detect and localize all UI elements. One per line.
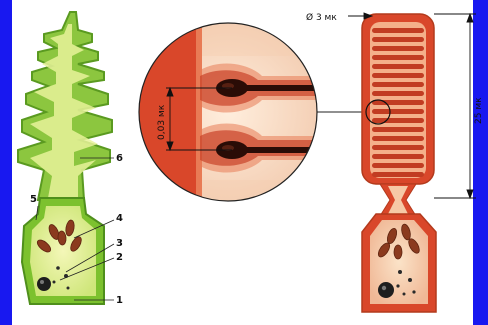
magnified-view: 0,03 мк [120,20,332,220]
length-label: 25 мк [474,97,484,124]
label-5: 5 [30,194,37,205]
rod-disc [372,109,424,114]
rod-disc [372,73,424,78]
rod-disc [372,172,424,177]
label-3: 3 [116,238,123,249]
label-1: 1 [116,295,123,306]
rod-disc [372,91,424,96]
diameter-label: Ø 3 мк [306,12,337,23]
label-4: 4 [116,213,123,224]
rod-disc [372,28,424,33]
rod-disc [372,163,424,168]
label-6: 6 [116,153,123,164]
rod-disc [372,154,424,159]
rod-disc [372,127,424,132]
rod-discs [372,28,424,177]
rod-disc [372,46,424,51]
rod-cell [362,14,436,312]
rod-disc [372,145,424,150]
rod-disc [372,136,424,141]
rod-disc [372,82,424,87]
rod-disc [372,37,424,42]
length-dimension [434,14,476,198]
cone-nucleus [37,277,51,291]
rod-disc [372,64,424,69]
rod-disc [372,100,424,105]
rod-disc [372,118,424,123]
label-2: 2 [116,252,123,263]
gap-label: 0,03 мк [157,104,167,140]
rod-disc [372,55,424,60]
rod-nucleus [378,282,394,298]
